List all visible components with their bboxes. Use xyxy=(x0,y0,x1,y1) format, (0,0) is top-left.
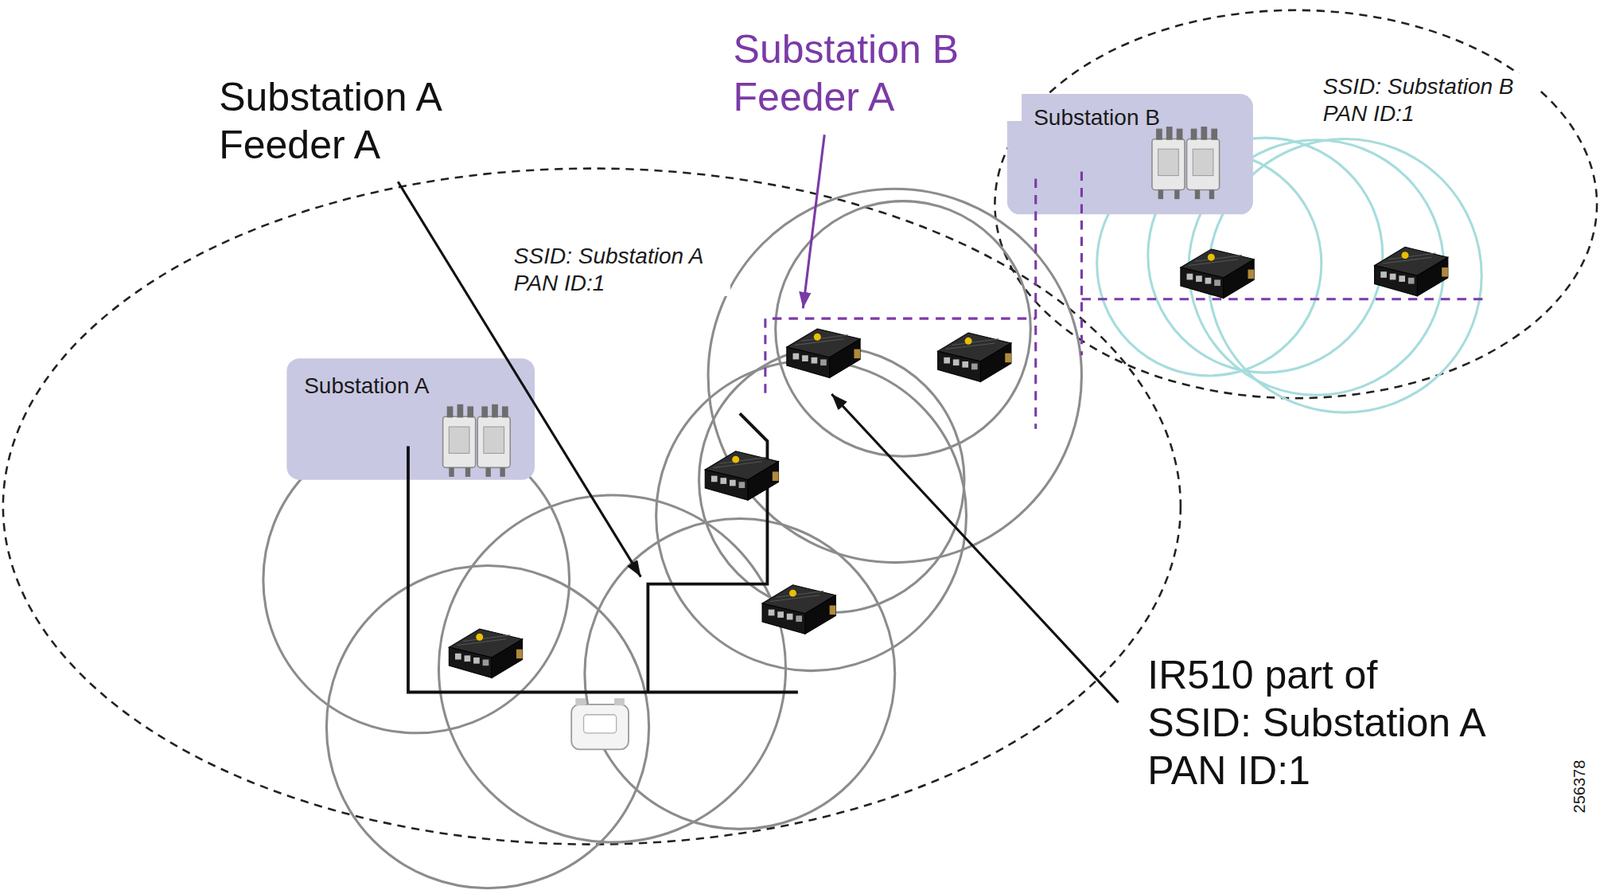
drawing-part xyxy=(708,188,1082,562)
ssid-boundary xyxy=(3,168,1181,845)
substation-switch xyxy=(1152,126,1220,199)
substation-box: Substation B xyxy=(1007,93,1254,215)
device-callout: IR510 part of SSID: Substation A PAN ID:… xyxy=(1145,650,1492,795)
drawing-part xyxy=(614,697,625,705)
feeder-b-line xyxy=(765,171,1491,429)
ir510-router xyxy=(1180,249,1254,299)
ssid-note: SSID: Substation A PAN ID:1 xyxy=(512,242,731,296)
substation-box: Substation A xyxy=(286,358,535,480)
ir510-router xyxy=(704,451,779,501)
drawing-part xyxy=(575,697,586,705)
ir510-router xyxy=(786,328,861,378)
feeder-callout: Substation A Feeder A xyxy=(217,73,507,169)
leader-arrow xyxy=(831,393,1118,702)
ir510-router xyxy=(762,584,836,635)
drawing-part xyxy=(1081,297,1490,300)
leader-arrow xyxy=(802,134,825,308)
drawing-part xyxy=(584,518,896,830)
ir510-router xyxy=(1374,246,1449,296)
meter-device xyxy=(571,697,629,749)
drawing-part xyxy=(699,346,965,612)
substation-switch xyxy=(443,404,511,477)
ssid-note: SSID: Substation B PAN ID:1 xyxy=(1321,73,1540,127)
ir510-router xyxy=(448,628,522,678)
drawing-part xyxy=(571,704,629,749)
substation-label: Substation B xyxy=(1033,104,1161,132)
ssid-boundary xyxy=(994,10,1597,398)
leader-arrow xyxy=(397,181,641,577)
drawing-part xyxy=(408,445,799,692)
figure-number: 256378 xyxy=(1569,757,1589,814)
feeder-callout: Substation B Feeder A xyxy=(731,25,1022,121)
drawing-part xyxy=(438,494,786,842)
substation-box-fill xyxy=(1007,93,1254,215)
substation-label: Substation A xyxy=(303,372,429,400)
coverage-layer xyxy=(3,10,1597,888)
drawing-part xyxy=(583,714,617,733)
drawing-part xyxy=(326,565,649,888)
drawing-part xyxy=(1034,178,1037,429)
drawing-part xyxy=(765,318,1036,394)
coverage-circles xyxy=(263,188,1083,888)
drawing-part xyxy=(775,201,1032,457)
substation-box-fill xyxy=(286,358,535,480)
drawing-part xyxy=(1080,171,1083,355)
ir510-router xyxy=(938,332,1012,382)
